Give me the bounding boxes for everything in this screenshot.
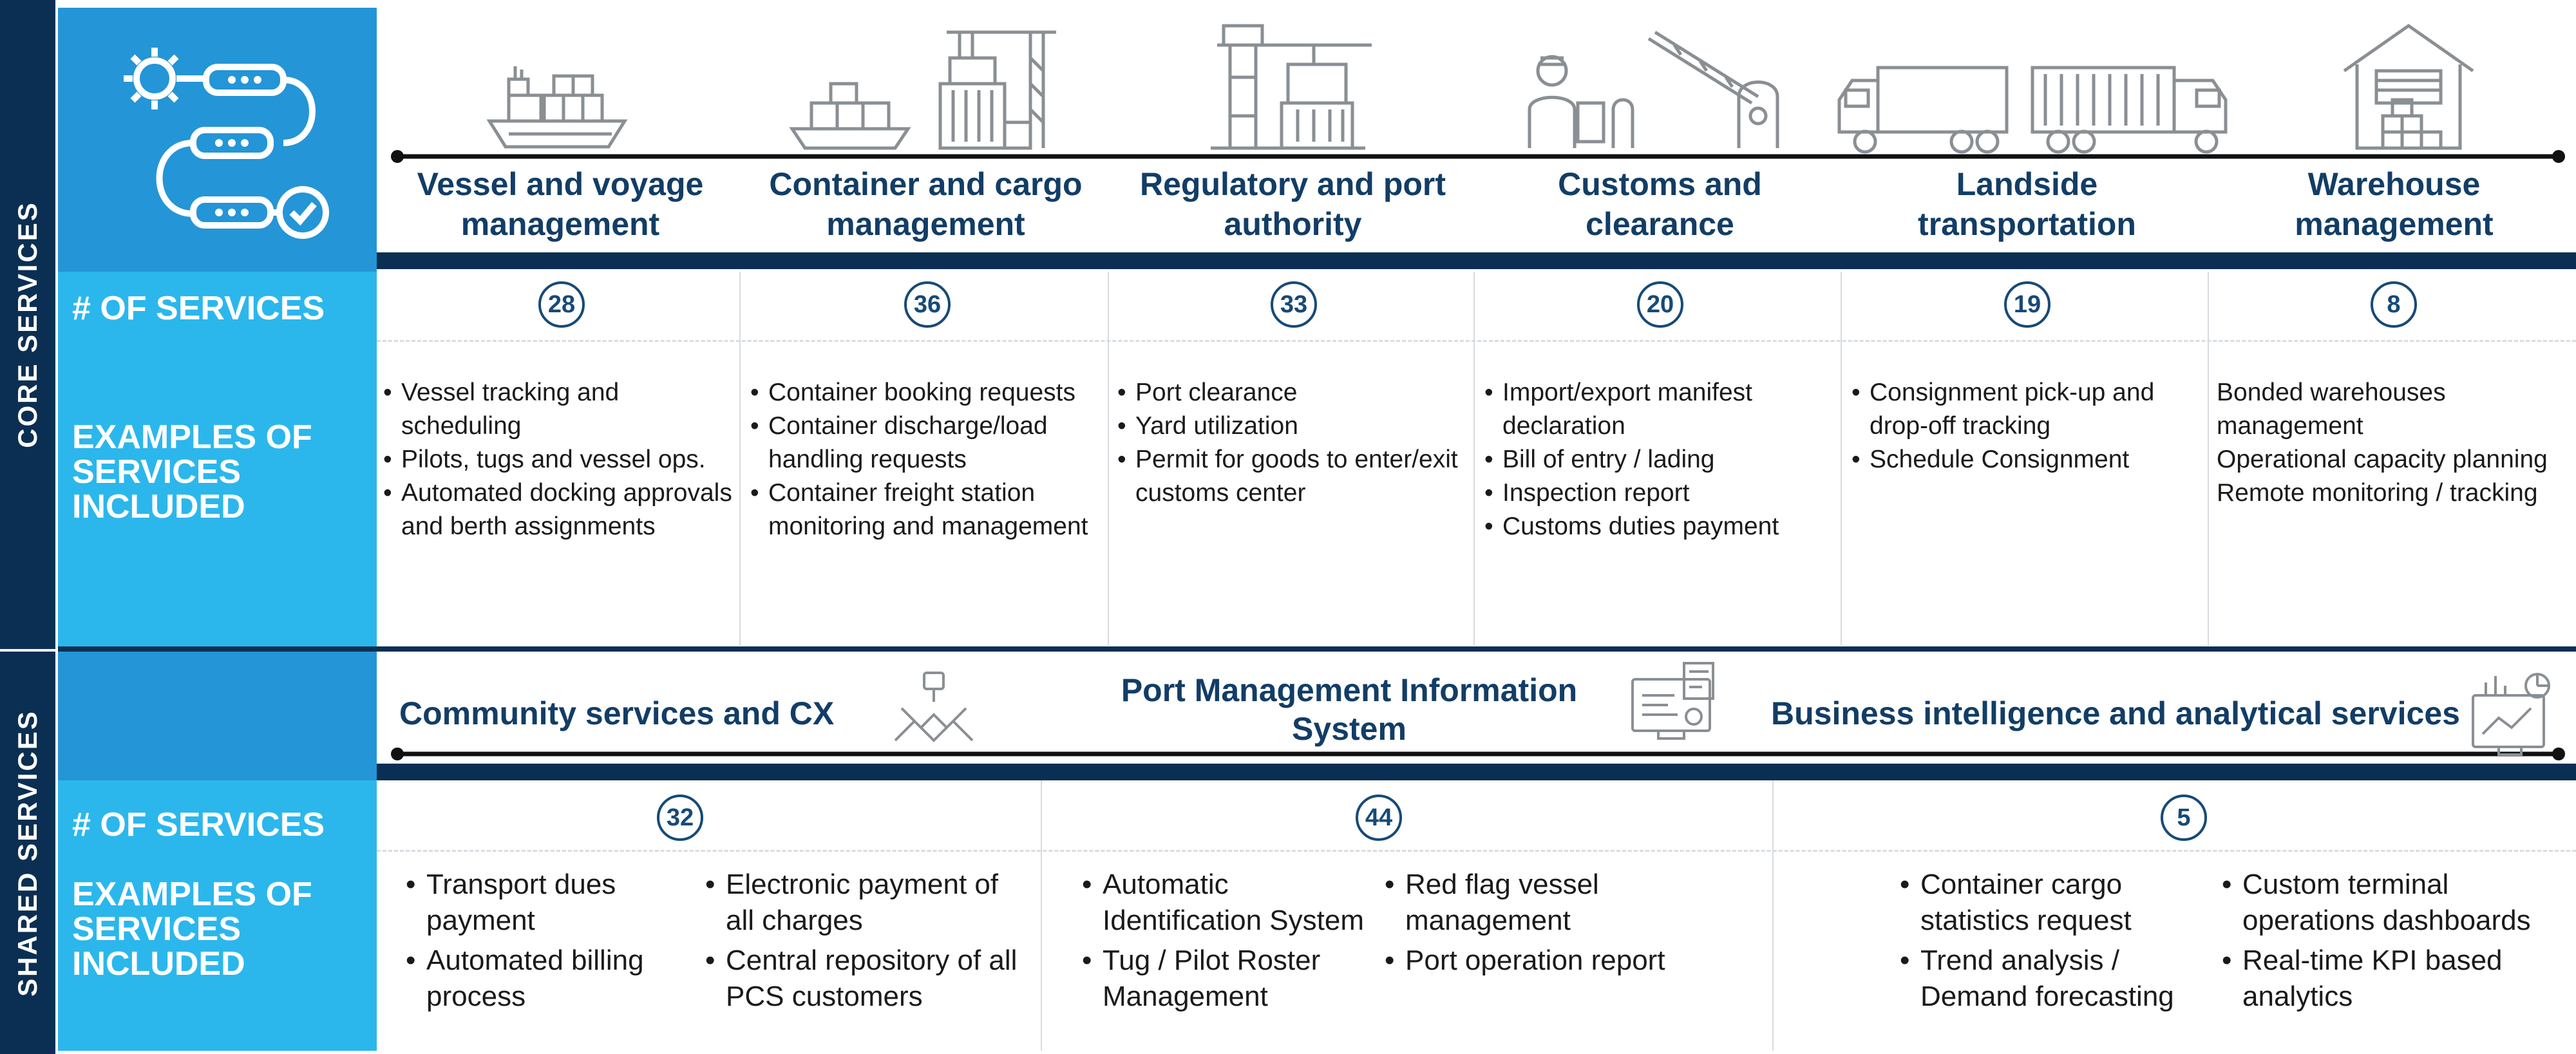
count-badge-pmis: 44 bbox=[1356, 795, 1402, 841]
examples-container: Container booking requests Container dis… bbox=[750, 376, 1104, 543]
examples-customs: Import/export manifest declaration Bill … bbox=[1484, 376, 1839, 543]
core-title-container: Container and cargo management bbox=[769, 166, 1083, 242]
monitor-icon bbox=[1631, 662, 1714, 740]
core-timeline bbox=[391, 150, 2565, 163]
core-header-divider bbox=[377, 252, 2576, 269]
shared-services-count-label: # OF SERVICES bbox=[72, 806, 325, 843]
list-item: Electronic payment of all charges bbox=[705, 867, 1027, 939]
customs-barrier-icon bbox=[1528, 30, 1779, 148]
shared-title-bi: Business intelligence and analytical ser… bbox=[1771, 695, 2460, 731]
port-crane-icon bbox=[1211, 24, 1372, 150]
core-left-panel: # OF SERVICES EXAMPLES OF SERVICES INCLU… bbox=[58, 272, 377, 649]
examples-bi-b: Custom terminal operations dashboards Re… bbox=[2222, 867, 2557, 1019]
warehouse-icon bbox=[2343, 23, 2474, 150]
list-item: Container freight station monitoring and… bbox=[750, 476, 1104, 543]
shared-header-divider bbox=[377, 764, 2576, 780]
core-examples-label: EXAMPLES OF SERVICES INCLUDED bbox=[72, 419, 312, 525]
list-item: Pilots, tugs and vessel ops. bbox=[383, 443, 734, 476]
examples-bi-a: Container cargo statistics request Trend… bbox=[1900, 867, 2209, 1019]
count-badge-bi: 5 bbox=[2161, 795, 2207, 841]
list-item: Port clearance bbox=[1117, 376, 1472, 409]
core-title-landside: Landside transportation bbox=[1918, 166, 2136, 242]
count-badge-customs: 20 bbox=[1637, 281, 1683, 328]
list-item: Customs duties payment bbox=[1484, 510, 1839, 543]
examples-vessel: Vessel tracking and scheduling Pilots, t… bbox=[383, 376, 734, 543]
list-item: Automated billing process bbox=[406, 943, 689, 1015]
examples-community-b: Electronic payment of all charges Centra… bbox=[705, 867, 1027, 1019]
examples-warehouse: Bonded warehouses management Operational… bbox=[2217, 376, 2574, 510]
list-item: Consignment pick-up and drop-off trackin… bbox=[1852, 376, 2206, 443]
list-item: Container cargo statistics request bbox=[1900, 867, 2209, 939]
core-services-count-label: # OF SERVICES bbox=[72, 290, 325, 327]
shared-title-pmis: Port Management Information System bbox=[1121, 672, 1578, 747]
shared-services-label: SHARED SERVICES bbox=[12, 709, 43, 997]
list-item: Inspection report bbox=[1484, 476, 1839, 510]
list-item: Container discharge/load handling reques… bbox=[750, 409, 1104, 476]
core-services-bar: CORE SERVICES bbox=[0, 0, 55, 649]
list-item: Import/export manifest declaration bbox=[1484, 376, 1839, 443]
count-badge-container: 36 bbox=[904, 281, 951, 328]
process-icon-panel bbox=[58, 8, 377, 272]
shared-left-panel: # OF SERVICES EXAMPLES OF SERVICES INCLU… bbox=[58, 780, 377, 1051]
list-item: Yard utilization bbox=[1117, 409, 1472, 443]
examples-pmis-a: Automatic Identification System Tug / Pi… bbox=[1082, 867, 1385, 1019]
workflow-gear-icon bbox=[124, 48, 329, 239]
list-item: Port operation report bbox=[1385, 943, 1719, 979]
shared-examples-label: EXAMPLES OF SERVICES INCLUDED bbox=[72, 876, 312, 983]
count-badge-community: 32 bbox=[657, 795, 703, 841]
list-item: Remote monitoring / tracking bbox=[2217, 479, 2538, 507]
list-item: Transport dues payment bbox=[406, 867, 689, 939]
truck-icon bbox=[1837, 66, 2228, 154]
list-item: Bonded warehouses management bbox=[2217, 379, 2446, 440]
list-item: Automated docking approvals and berth as… bbox=[383, 476, 734, 543]
core-services-label: CORE SERVICES bbox=[12, 201, 43, 448]
core-title-vessel: Vessel and voyage management bbox=[417, 166, 704, 242]
core-title-customs: Customs and clearance bbox=[1558, 166, 1762, 242]
examples-regulatory: Port clearance Yard utilization Permit f… bbox=[1117, 376, 1472, 510]
list-item: Central repository of all PCS customers bbox=[705, 943, 1027, 1015]
shared-top-panel bbox=[58, 652, 377, 780]
shared-services-bar: SHARED SERVICES bbox=[0, 652, 55, 1054]
list-item: Red flag vessel management bbox=[1385, 867, 1719, 939]
list-item: Trend analysis / Demand forecasting bbox=[1900, 943, 2209, 1015]
core-title-regulatory: Regulatory and port authority bbox=[1139, 166, 1446, 242]
list-item: Operational capacity planning bbox=[2217, 446, 2548, 473]
list-item: Schedule Consignment bbox=[1852, 443, 2206, 476]
examples-landside: Consignment pick-up and drop-off trackin… bbox=[1852, 376, 2206, 476]
list-item: Vessel tracking and scheduling bbox=[383, 376, 734, 443]
count-badge-landside: 19 bbox=[2004, 281, 2050, 328]
list-item: Container booking requests bbox=[750, 376, 1104, 409]
ship-icon bbox=[486, 66, 628, 149]
examples-community-a: Transport dues payment Automated billing… bbox=[406, 867, 689, 1019]
shared-title-community: Community services and CX bbox=[399, 695, 835, 731]
analytics-dashboard-icon bbox=[2472, 673, 2550, 756]
list-item: Custom terminal operations dashboards bbox=[2222, 867, 2557, 939]
count-badge-vessel: 28 bbox=[538, 281, 585, 328]
list-item: Permit for goods to enter/exit customs c… bbox=[1117, 443, 1472, 510]
container-crane-icon bbox=[789, 30, 1056, 150]
count-badge-warehouse: 8 bbox=[2371, 281, 2417, 328]
core-title-warehouse: Warehouse management bbox=[2295, 166, 2494, 242]
list-item: Tug / Pilot Roster Management bbox=[1082, 943, 1385, 1015]
count-badge-regulatory: 33 bbox=[1271, 281, 1317, 328]
examples-pmis-b: Red flag vessel management Port operatio… bbox=[1385, 867, 1719, 983]
list-item: Automatic Identification System bbox=[1082, 867, 1385, 939]
handshake-icon bbox=[894, 672, 974, 742]
list-item: Real-time KPI based analytics bbox=[2222, 943, 2557, 1015]
list-item: Bill of entry / lading bbox=[1484, 443, 1839, 476]
shared-timeline bbox=[391, 748, 2565, 760]
section-divider bbox=[58, 646, 2576, 652]
